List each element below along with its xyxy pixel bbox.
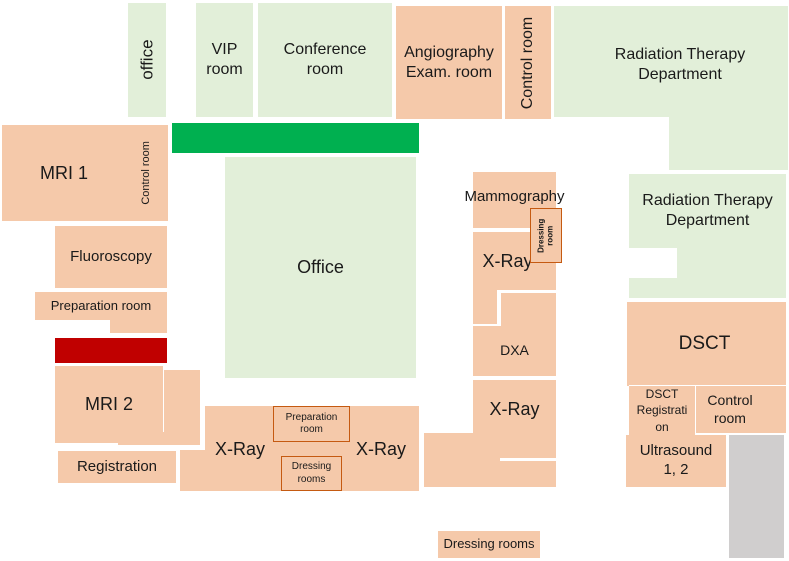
dressing-rooms-center-label: Dressing rooms [291, 461, 332, 485]
angiography-room-label: Angiography Exam. room [404, 43, 494, 81]
office-top-label: office [137, 39, 157, 81]
conference-room-label: Conference room [283, 41, 367, 78]
green-bar [172, 123, 419, 153]
radiation-therapy-1-label-box: Radiation Therapy Department [590, 30, 770, 100]
preparation-room-left-extension [110, 318, 167, 333]
office-top-room: office [128, 3, 166, 117]
fluoroscopy-room: Fluoroscopy [55, 226, 167, 288]
dressing-rooms-bottom: Dressing rooms [438, 531, 540, 558]
preparation-room-left: Preparation room [35, 292, 167, 320]
radiation-therapy-2-upper [629, 174, 786, 248]
preparation-room-left-label: Preparation room [50, 297, 152, 313]
office-center-label: Office [297, 257, 344, 278]
preparation-room-center-label: Preparation room [285, 411, 338, 436]
gray-block [729, 435, 784, 558]
mammography-label: Mammography [464, 188, 565, 205]
dsct-control-label: Control room [707, 392, 753, 426]
radiation-therapy-2-bottom [629, 278, 786, 298]
dressing-rooms-bottom-label: Dressing rooms [443, 536, 535, 552]
mri-1-label: MRI 1 [39, 162, 88, 183]
mri-2-bottom-strip [118, 432, 200, 445]
ultrasound-room: Ultrasound 1, 2 [626, 435, 726, 487]
mri-1-room: MRI 1 [2, 125, 126, 221]
angiography-room: Angiography Exam. room [396, 6, 502, 119]
radiation-therapy-2-label-box: Radiation Therapy Department [629, 178, 786, 244]
office-center-room: Office [225, 157, 416, 378]
red-bar [55, 338, 167, 363]
xray-right-room: X-Ray [345, 420, 417, 478]
xray-lower-room: X-Ray [473, 380, 556, 458]
conference-room: Conference room [258, 3, 392, 117]
control-room-top: Control room [505, 6, 551, 119]
xray-right-label: X-Ray [355, 438, 406, 459]
radiation-therapy-2-label: Radiation Therapy Department [642, 192, 773, 229]
dsct-registration-room: DSCT Registrati on [629, 385, 696, 435]
xray-left-room: X-Ray [205, 420, 275, 478]
fluoroscopy-label: Fluoroscopy [70, 247, 152, 265]
dsct-registration-label: DSCT Registrati on [636, 387, 688, 434]
dressing-rooms-center: Dressing rooms [281, 456, 342, 491]
xray-left-label: X-Ray [214, 438, 265, 459]
registration-room: Registration [58, 451, 176, 483]
dxa-lower-room: DXA [473, 326, 556, 376]
lower-right-small-room [472, 461, 556, 487]
dressing-room-mammo-label: Dressing room [536, 218, 555, 253]
xray-mammo-extension [473, 288, 497, 324]
radiation-therapy-2-lower [677, 246, 786, 280]
dsct-label: DSCT [678, 333, 731, 355]
mri-2-side-room [164, 370, 200, 443]
dsct-control-room: Control room [696, 385, 786, 433]
mri-1-control-room: Control room [126, 125, 168, 221]
control-room-top-label: Control room [519, 16, 537, 109]
mri-1-control-label: Control room [140, 141, 153, 205]
dsct-room: DSCT [627, 302, 786, 386]
mri-2-label: MRI 2 [84, 394, 133, 415]
dxa-label: DXA [500, 342, 529, 359]
vip-room: VIP room [196, 3, 253, 117]
vip-room-label: VIP room [206, 41, 243, 78]
mri-2-room: MRI 2 [55, 366, 163, 443]
ultrasound-label: Ultrasound 1, 2 [639, 442, 713, 478]
preparation-room-center: Preparation room [273, 406, 350, 442]
radiation-therapy-1-lower [669, 6, 788, 170]
radiation-therapy-1-label: Radiation Therapy Department [614, 46, 746, 83]
registration-label: Registration [76, 457, 158, 475]
xray-lower-label: X-Ray [489, 398, 540, 419]
xray-suite-left-wing [180, 450, 208, 491]
dressing-room-mammo: Dressing room [530, 208, 562, 263]
xray-mammo-label: X-Ray [482, 250, 533, 271]
